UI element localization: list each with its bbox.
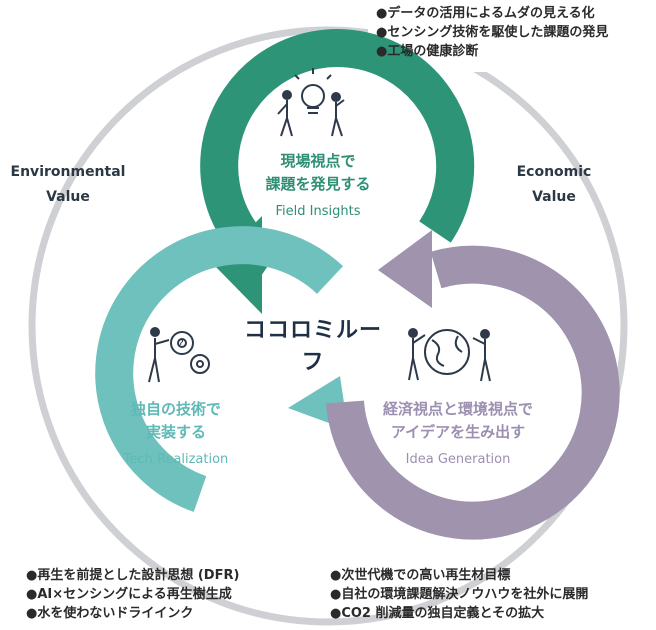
idea-generation-block: 経済視点と環境視点で アイデアを生み出す Idea Generation [348, 398, 568, 467]
bullet-item: ●CO2 削減量の独自定義とその拡大 [330, 606, 545, 621]
bullet-item: ●水を使わないドライインク [26, 606, 194, 621]
economic-value-label: Economic Value [516, 164, 592, 205]
green-ring [200, 29, 475, 279]
gears-person-icon: ? [148, 327, 210, 383]
bullet-item: ●データの活用によるムダの見える化 [376, 6, 595, 21]
top-bullet-list: ●データの活用によるムダの見える化 ●センシング技術を駆使した課題の発見 ●工場… [376, 4, 608, 61]
idea-jp-line1: 経済視点と環境視点で [382, 400, 533, 418]
field-jp-line1: 現場視点で [280, 152, 356, 170]
purple-arrowhead [378, 230, 432, 308]
environmental-value-label: Environmental Value [10, 164, 126, 205]
tech-jp-line2: 実装する [145, 423, 206, 441]
field-insights-block: 現場視点で 課題を発見する Field Insights [218, 150, 418, 219]
globe-people-icon [408, 328, 491, 382]
bottom-right-bullet-list: ●次世代機での高い再生材目標 ●自社の環境課題解決ノウハウを社外に展開 ●CO2… [330, 566, 588, 623]
bullet-item: ●再生を前提とした設計思想 (DFR) [26, 568, 240, 583]
bullet-item: ●次世代機での高い再生材目標 [330, 568, 511, 583]
field-jp-line2: 課題を発見する [265, 175, 371, 193]
idea-jp-line2: アイデアを生み出す [390, 423, 526, 441]
lightbulb-people-icon [277, 68, 345, 137]
bullet-item: ●センシング技術を駆使した課題の発見 [376, 25, 609, 40]
tech-jp-line1: 独自の技術で [130, 400, 221, 418]
bullet-item: ●工場の健康診断 [376, 44, 479, 59]
bullet-item: ●自社の環境課題解決ノウハウを社外に展開 [330, 587, 589, 602]
tech-realization-block: 独自の技術で 実装する Tech Realization [86, 398, 266, 467]
field-en: Field Insights [275, 204, 361, 219]
svg-text:?: ? [178, 337, 184, 350]
idea-en: Idea Generation [405, 452, 511, 467]
purple-ring [326, 245, 620, 540]
teal-ring [95, 226, 344, 512]
bullet-item: ●AI×センシングによる再生樹生成 [26, 587, 232, 602]
bottom-left-bullet-list: ●再生を前提とした設計思想 (DFR) ●AI×センシングによる再生樹生成 ●水… [26, 566, 239, 623]
logo: ココロミルーフ [243, 318, 382, 375]
tech-en: Tech Realization [123, 452, 229, 467]
